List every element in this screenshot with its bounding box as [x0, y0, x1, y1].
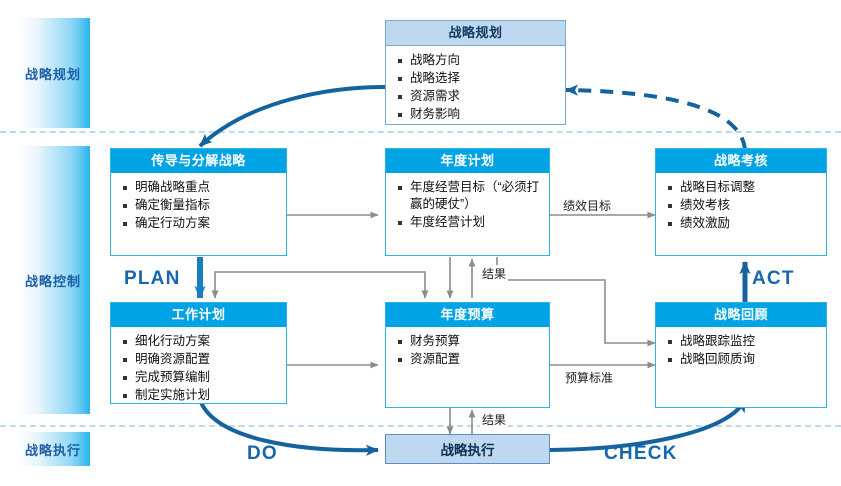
lane-label-text: 战略执行	[24, 442, 81, 458]
bullet-list: 战略方向 战略选择 资源需求 财务影响	[396, 52, 557, 123]
node-strategy-execution[interactable]: 战略执行	[385, 434, 550, 464]
bullet-list: 战略跟踪监控 战略回顾质询	[666, 333, 818, 368]
node-body: 细化行动方案 明确资源配置 完成预算编制 制定实施计划	[111, 327, 286, 409]
list-item: 制定实施计划	[121, 387, 278, 404]
bullet-list: 明确战略重点 确定衡量指标 确定行动方案	[121, 179, 278, 232]
pdca-label-plan: PLAN	[124, 268, 181, 289]
node-annual-budget[interactable]: 年度预算 财务预算 资源配置	[385, 302, 550, 408]
node-body: 财务预算 资源配置	[386, 327, 549, 373]
lane-label-text: 战略控制	[24, 273, 81, 289]
lane-label-strategic-planning: 战略规划	[16, 18, 90, 128]
bullet-list: 财务预算 资源配置	[396, 333, 541, 368]
bullet-list: 细化行动方案 明确资源配置 完成预算编制 制定实施计划	[121, 333, 278, 404]
edge-label-budget-standard: 预算标准	[563, 369, 616, 386]
list-item: 确定衡量指标	[121, 197, 278, 214]
pdca-label-do: DO	[247, 443, 278, 464]
arrow-planning-to-cascade	[198, 85, 386, 148]
list-item: 战略跟踪监控	[666, 333, 818, 350]
list-item: 战略选择	[396, 70, 557, 87]
node-body: 战略方向 战略选择 资源需求 财务影响	[386, 46, 565, 128]
list-item: 资源需求	[396, 88, 557, 105]
node-body: 战略目标调整 绩效考核 绩效激励	[656, 173, 826, 237]
arrow-appraisal-to-planning-dashed	[565, 84, 747, 151]
node-cascade-strategy[interactable]: 传导与分解战略 明确战略重点 确定衡量指标 确定行动方案	[110, 148, 287, 256]
node-title: 战略规划	[386, 21, 565, 46]
list-item: 绩效考核	[666, 197, 818, 214]
list-item: 资源配置	[396, 351, 541, 368]
list-item: 绩效激励	[666, 215, 818, 232]
list-item: 财务影响	[396, 106, 557, 123]
node-title: 传导与分解战略	[111, 149, 286, 173]
list-item: 细化行动方案	[121, 333, 278, 350]
pdca-label-check: CHECK	[604, 443, 678, 464]
lane-label-strategy-execution: 战略执行	[16, 432, 90, 466]
node-work-plan[interactable]: 工作计划 细化行动方案 明确资源配置 完成预算编制 制定实施计划	[110, 302, 287, 404]
list-item: 确定行动方案	[121, 215, 278, 232]
edge-label-result-bottom: 结果	[480, 411, 509, 428]
lane-separator-2	[0, 425, 841, 427]
lane-label-text: 战略规划	[24, 66, 81, 82]
node-body: 年度经营目标（“必须打赢的硬仗”） 年度经营计划	[386, 173, 549, 236]
list-item: 战略方向	[396, 52, 557, 69]
node-title: 年度计划	[386, 149, 549, 173]
lane-label-strategic-control: 战略控制	[16, 146, 90, 414]
bullet-list: 战略目标调整 绩效考核 绩效激励	[666, 179, 818, 232]
list-item: 明确战略重点	[121, 179, 278, 196]
list-item: 年度经营计划	[396, 214, 541, 231]
list-item: 战略回顾质询	[666, 351, 818, 368]
edge-label-result-top: 结果	[480, 265, 509, 282]
list-item: 年度经营目标（“必须打赢的硬仗”）	[396, 179, 541, 213]
bullet-list: 年度经营目标（“必须打赢的硬仗”） 年度经营计划	[396, 179, 541, 231]
node-strategy-review[interactable]: 战略回顾 战略跟踪监控 战略回顾质询	[655, 302, 827, 408]
node-body: 明确战略重点 确定衡量指标 确定行动方案	[111, 173, 286, 237]
arrow-cascade-elbow-to-workplan	[211, 271, 287, 299]
list-item: 明确资源配置	[121, 351, 278, 368]
list-item: 战略目标调整	[666, 179, 818, 196]
node-strategic-appraisal[interactable]: 战略考核 战略目标调整 绩效考核 绩效激励	[655, 148, 827, 256]
node-title: 战略执行	[440, 443, 495, 458]
node-title: 工作计划	[111, 303, 286, 327]
node-strategic-planning[interactable]: 战略规划 战略方向 战略选择 资源需求 财务影响	[385, 20, 566, 125]
lane-separator-1	[0, 131, 841, 133]
list-item: 财务预算	[396, 333, 541, 350]
pdca-label-act: ACT	[752, 268, 795, 289]
node-title: 年度预算	[386, 303, 549, 327]
node-annual-plan[interactable]: 年度计划 年度经营目标（“必须打赢的硬仗”） 年度经营计划	[385, 148, 550, 256]
arrow-elbow-to-budget	[287, 271, 429, 299]
node-title: 战略回顾	[656, 303, 826, 327]
list-item: 完成预算编制	[121, 369, 278, 386]
node-title: 战略考核	[656, 149, 826, 173]
node-body: 战略跟踪监控 战略回顾质询	[656, 327, 826, 373]
edge-label-performance-goal: 绩效目标	[561, 197, 614, 214]
